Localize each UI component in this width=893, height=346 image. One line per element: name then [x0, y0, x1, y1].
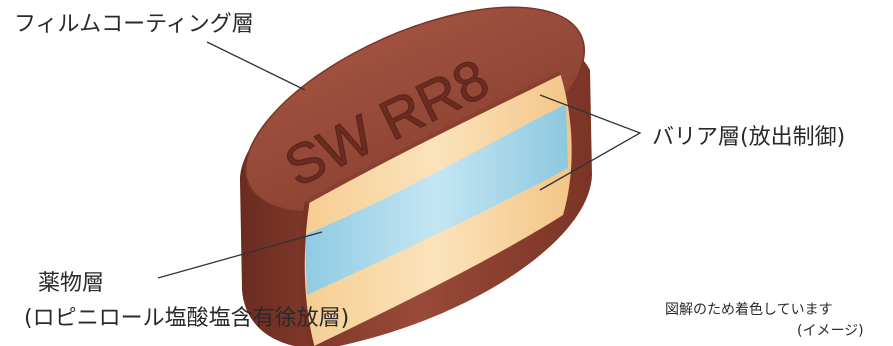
image-note: (イメージ) [797, 323, 864, 339]
drug-layer-sublabel: (ロピニロール塩酸塩含有徐放層) [24, 306, 350, 331]
coloring-note: 図解のため着色しています [665, 302, 833, 318]
cutaway-section [299, 71, 572, 346]
cut-rim [306, 71, 561, 204]
drug-layer-label: 薬物層 [38, 271, 105, 296]
film-coating-label: フィルムコーティング層 [14, 12, 254, 37]
barrier-leader [539, 94, 642, 191]
drug-layer-leader [157, 231, 323, 279]
barrier-layer-band [305, 104, 568, 295]
film-coating-leader [206, 41, 306, 91]
barrier-layer-label: バリア層(放出制御) [652, 125, 846, 150]
